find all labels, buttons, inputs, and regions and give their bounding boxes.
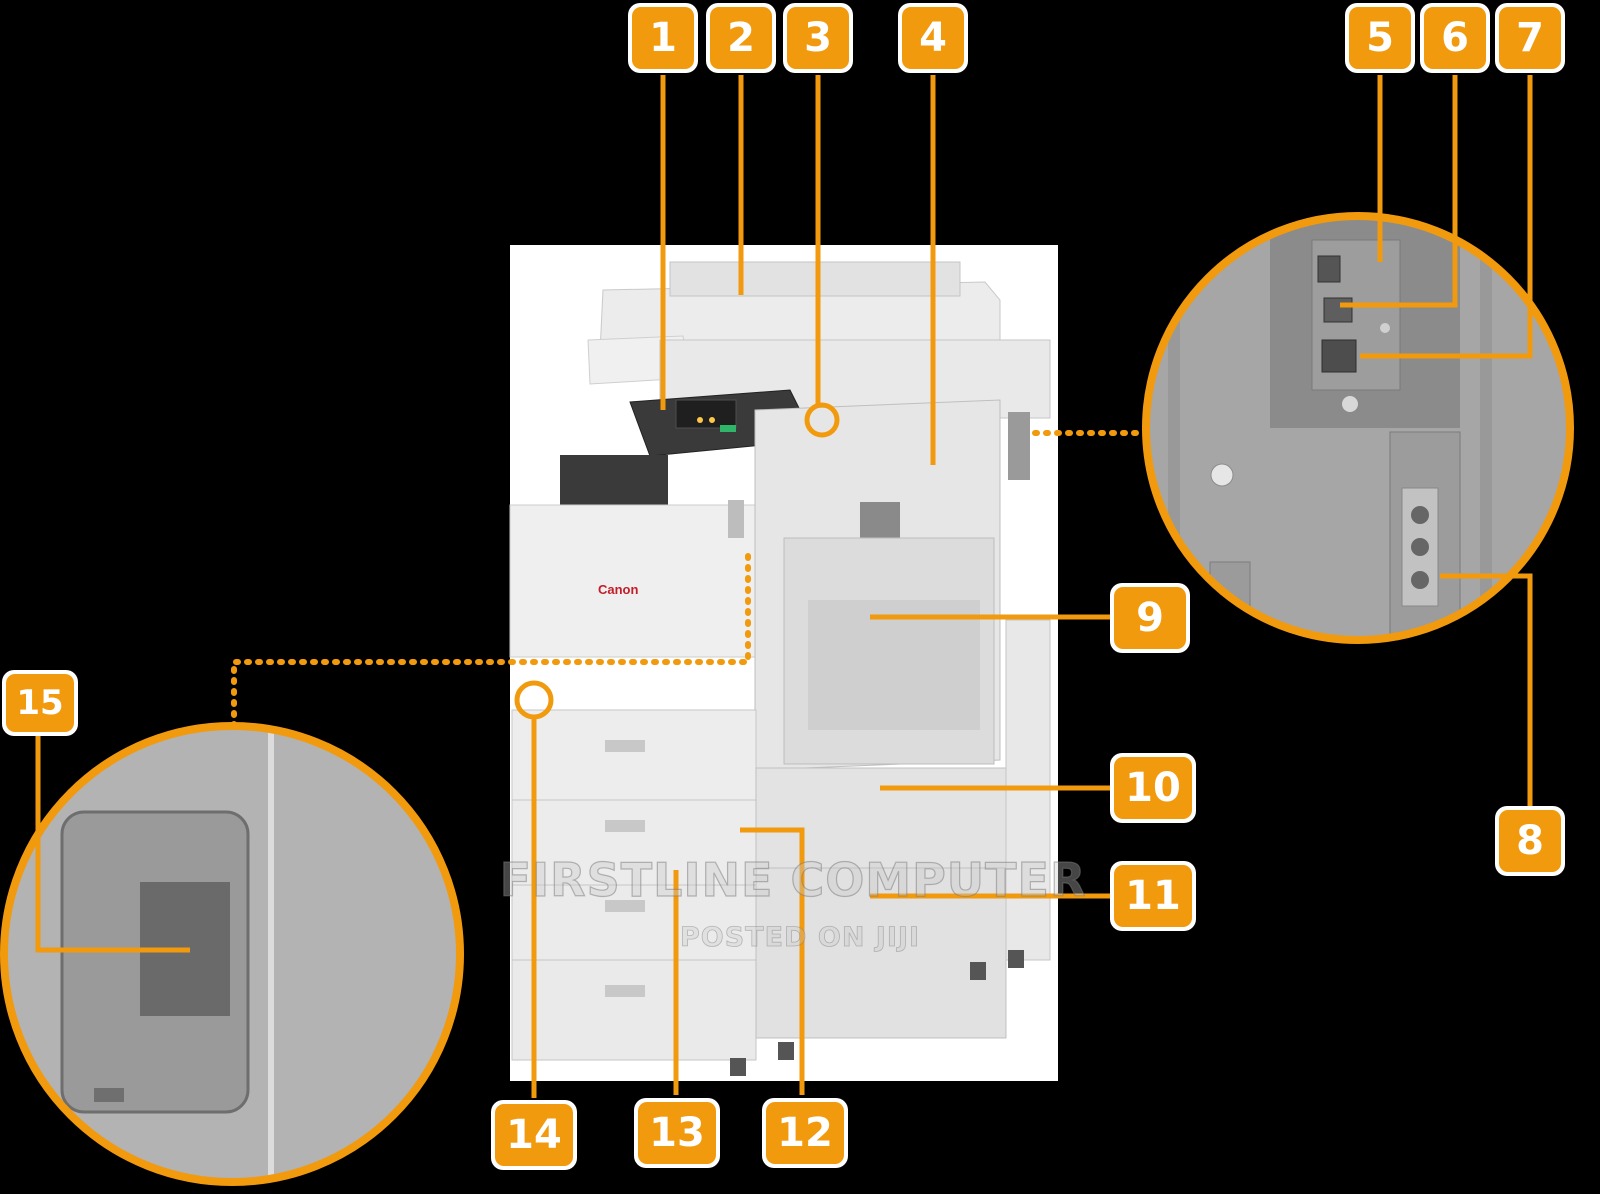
callout-1-number: 1 xyxy=(649,15,677,61)
output-tray-lip xyxy=(560,455,668,507)
callout-10: 10 xyxy=(1110,753,1196,823)
slot-latch xyxy=(94,1088,124,1102)
side-panel-edge xyxy=(1480,216,1492,634)
bypass-tray-inner xyxy=(808,600,980,730)
callout-badges: 1 2 3 4 5 6 7 xyxy=(2,3,1565,1170)
lan-port xyxy=(1321,339,1357,373)
watermark-line-2: POSTED ON JIJI xyxy=(680,922,920,953)
leader-target-ring-14 xyxy=(514,680,554,720)
callout-13: 13 xyxy=(634,1098,720,1168)
phone-jack xyxy=(1411,571,1429,589)
callout-1: 1 xyxy=(628,3,698,73)
side-panel-edge xyxy=(1168,216,1180,634)
panel-key xyxy=(709,417,715,423)
callout-11: 11 xyxy=(1110,861,1196,931)
leader-line-6 xyxy=(1340,75,1458,308)
foot xyxy=(970,962,986,980)
panel-screen xyxy=(675,399,737,429)
leader-target-ring-3 xyxy=(804,402,840,438)
panel-screw xyxy=(1210,463,1234,487)
leader-line-12 xyxy=(740,827,805,1095)
usb-port xyxy=(1317,255,1341,283)
callout-2: 2 xyxy=(706,3,776,73)
plate-screw xyxy=(1380,323,1390,333)
watermark-line-1: FIRSTLINE COMPUTER xyxy=(500,853,1087,907)
interface-port-area xyxy=(1008,412,1030,480)
drawer-handle xyxy=(605,820,645,832)
callout-2-number: 2 xyxy=(727,15,755,61)
callout-4-number: 4 xyxy=(919,15,947,61)
foot xyxy=(778,1042,794,1060)
paper-drawer-4 xyxy=(511,959,757,1061)
callout-3-number: 3 xyxy=(804,15,832,61)
drawer-handle xyxy=(605,740,645,752)
usb-b-port xyxy=(1323,297,1353,323)
callout-6-number: 6 xyxy=(1441,15,1469,61)
callout-14-number: 14 xyxy=(506,1112,562,1158)
phone-jack xyxy=(1411,538,1429,556)
callout-11-number: 11 xyxy=(1125,873,1181,919)
callout-5-number: 5 xyxy=(1366,15,1394,61)
drawer-handle xyxy=(605,900,645,912)
side-access-panel xyxy=(728,500,744,538)
foot xyxy=(1008,950,1024,968)
leader-line-15 xyxy=(35,735,190,953)
callout-8: 8 xyxy=(1495,806,1565,876)
right-zoom-circle xyxy=(1142,212,1574,644)
callout-5: 5 xyxy=(1345,3,1415,73)
callout-12-number: 12 xyxy=(777,1110,833,1156)
leader-lines xyxy=(35,75,1533,1098)
callout-9: 9 xyxy=(1110,583,1190,653)
callout-3: 3 xyxy=(783,3,853,73)
left-zoom-circle xyxy=(0,722,464,1186)
feeder-tray xyxy=(669,261,961,297)
callout-9-number: 9 xyxy=(1136,595,1164,641)
paper-drawer-3 xyxy=(511,884,757,961)
callout-15: 15 xyxy=(2,670,78,736)
lower-right-cover xyxy=(755,767,1007,869)
callout-13-number: 13 xyxy=(649,1110,705,1156)
zoom-connectors xyxy=(231,430,1148,733)
vent-grille xyxy=(860,502,900,542)
callout-8-number: 8 xyxy=(1516,818,1544,864)
callout-14: 14 xyxy=(491,1100,577,1170)
callout-12: 12 xyxy=(762,1098,848,1168)
foot xyxy=(730,1058,746,1076)
phone-jack xyxy=(1411,506,1429,524)
drawer-handle xyxy=(605,985,645,997)
callout-6: 6 xyxy=(1420,3,1490,73)
callout-10-number: 10 xyxy=(1125,765,1181,811)
callout-7-number: 7 xyxy=(1516,15,1544,61)
paper-drawer-1 xyxy=(511,709,757,801)
connector-left-zoom xyxy=(231,553,751,733)
paper-drawer-2 xyxy=(511,799,757,886)
leader-line-8 xyxy=(1440,573,1533,810)
side-seam xyxy=(268,726,274,1182)
watermark: FIRSTLINE COMPUTER POSTED ON JIJI xyxy=(499,852,1087,953)
panel-start-key xyxy=(720,425,736,432)
plate-screw xyxy=(1342,396,1358,412)
panel-key xyxy=(697,417,703,423)
front-body xyxy=(509,504,771,658)
callout-15-number: 15 xyxy=(16,683,63,723)
callout-4: 4 xyxy=(898,3,968,73)
brand-mark: Canon xyxy=(598,582,639,597)
leader-line-7 xyxy=(1360,75,1533,359)
callout-7: 7 xyxy=(1495,3,1565,73)
